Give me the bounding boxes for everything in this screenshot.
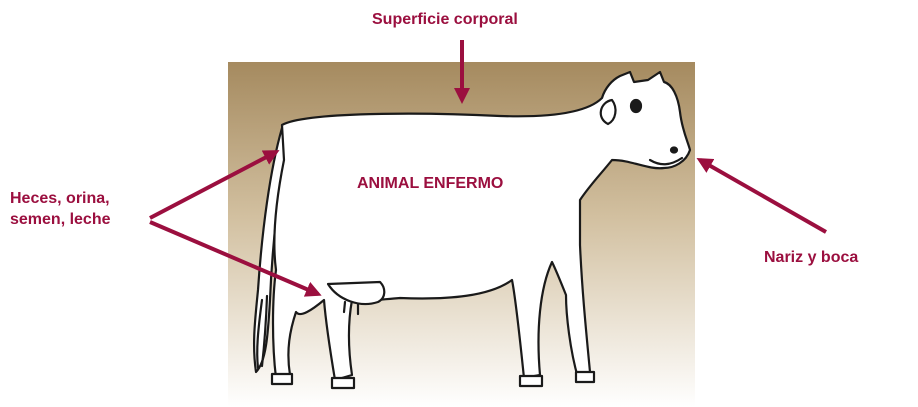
label-excretions-line2: semen, leche	[10, 209, 111, 230]
label-body-surface: Superficie corporal	[372, 9, 518, 30]
arrow-right	[700, 160, 826, 232]
label-nose-mouth: Nariz y boca	[764, 247, 858, 268]
label-sick-animal: ANIMAL ENFERMO	[357, 173, 503, 194]
label-excretions: Heces, orina, semen, leche	[10, 188, 111, 230]
cow-eye	[631, 100, 641, 112]
cow-nostril	[671, 148, 677, 153]
label-excretions-line1: Heces, orina,	[10, 188, 111, 209]
